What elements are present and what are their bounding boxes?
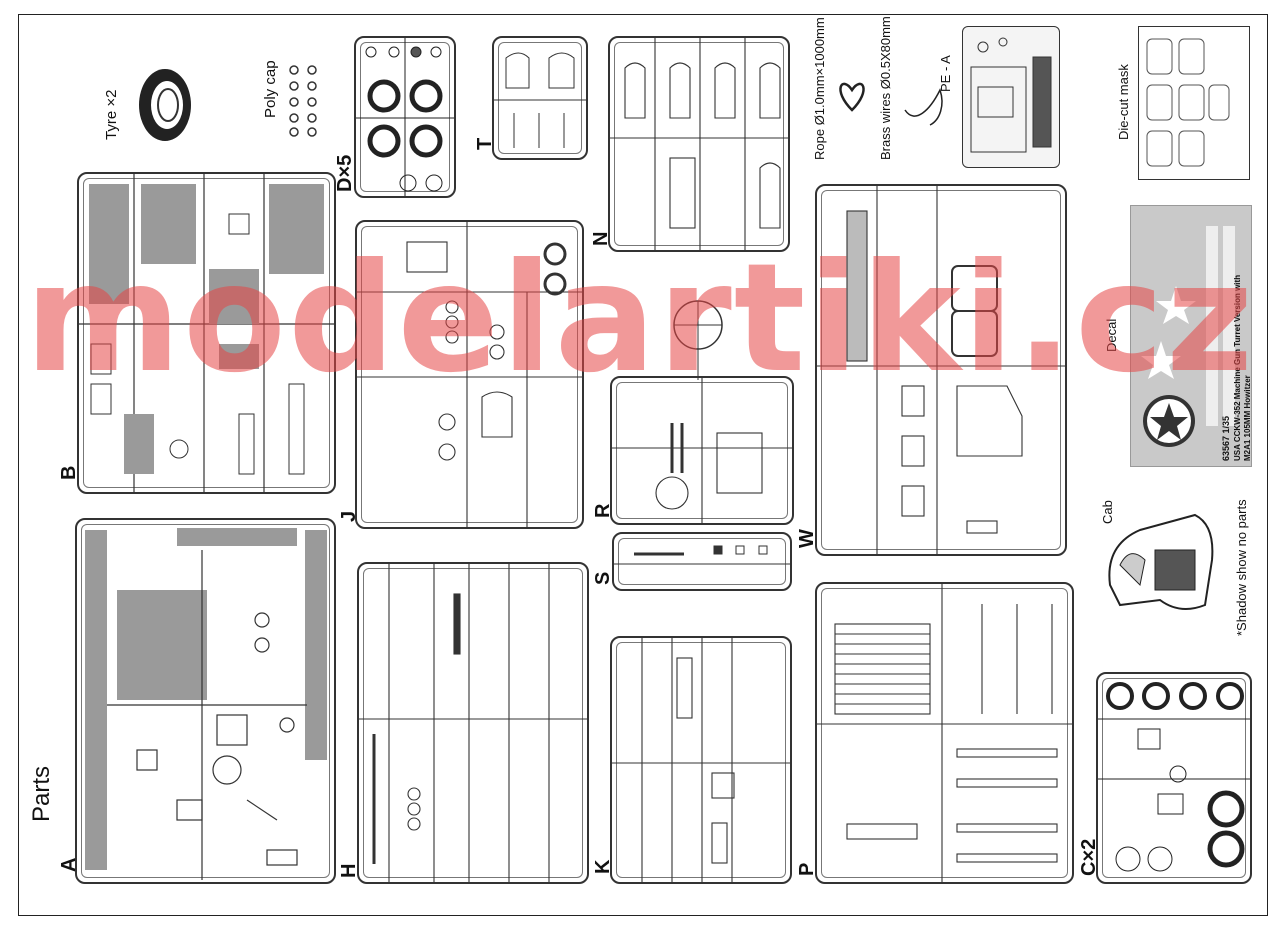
tyre-label: Tyre ×2	[103, 89, 120, 140]
sprue-p-letter: P	[796, 862, 818, 876]
poly-cap-illustration	[289, 65, 317, 137]
sprue-w	[815, 184, 1067, 556]
sprue-n	[608, 36, 790, 252]
brass-wire-illustration	[904, 88, 943, 126]
sprue-c	[1096, 672, 1252, 884]
sprue-b-letter: B	[58, 465, 80, 480]
photo-etch-fret	[962, 26, 1060, 168]
sprue-p	[815, 582, 1074, 884]
sprue-h	[357, 562, 589, 884]
decal-label: Decal	[1104, 318, 1119, 352]
rope-illustration	[839, 82, 865, 112]
sprue-r-ring	[673, 300, 723, 380]
rope-label: Rope Ø1.0mm×1000mm	[812, 17, 827, 160]
cab-illustration	[1108, 513, 1214, 610]
brass-wire-label: Brass wires Ø0.5X80mm	[878, 16, 893, 160]
sprue-c-letter: C×2	[1078, 838, 1100, 876]
sprue-k	[610, 636, 792, 884]
tyre-illustration	[139, 69, 191, 141]
sprue-s-letter: S	[592, 571, 614, 585]
sprue-t	[492, 36, 588, 160]
sprue-k-letter: K	[592, 859, 614, 874]
sprue-s	[612, 532, 792, 591]
pe-label: PE - A	[938, 55, 953, 92]
sprue-j	[355, 220, 584, 529]
die-cut-mask-sheet	[1138, 26, 1250, 180]
sprue-n-letter: N	[590, 231, 612, 246]
sprue-d-letter: D×5	[334, 154, 356, 192]
decal-line3: M2A1 105MM Howitzer	[1243, 375, 1252, 461]
decal-line2: USA CCKW-352 Machine Gun Turret Version …	[1233, 274, 1242, 461]
decal-sheet: 63567 1/35 USA CCKW-352 Machine Gun Turr…	[1130, 205, 1252, 467]
parts-title: Parts	[28, 765, 55, 822]
sprue-a-letter: A	[58, 857, 80, 872]
sprue-r-letter: R	[592, 503, 614, 518]
sprue-b	[77, 172, 336, 494]
sprue-r	[610, 376, 794, 525]
decal-line1: 63567 1/35	[1221, 415, 1231, 461]
sprue-d	[354, 36, 456, 198]
sprue-h-letter: H	[338, 863, 360, 878]
sprue-t-letter: T	[474, 137, 496, 150]
sprue-j-letter: J	[338, 510, 360, 522]
poly-cap-label: Poly cap	[262, 60, 279, 118]
sprue-a	[75, 518, 336, 884]
die-cut-mask-label: Die-cut mask	[1116, 64, 1131, 140]
sprue-w-letter: W	[796, 529, 818, 548]
shadow-note: *Shadow show no parts	[1234, 499, 1249, 636]
